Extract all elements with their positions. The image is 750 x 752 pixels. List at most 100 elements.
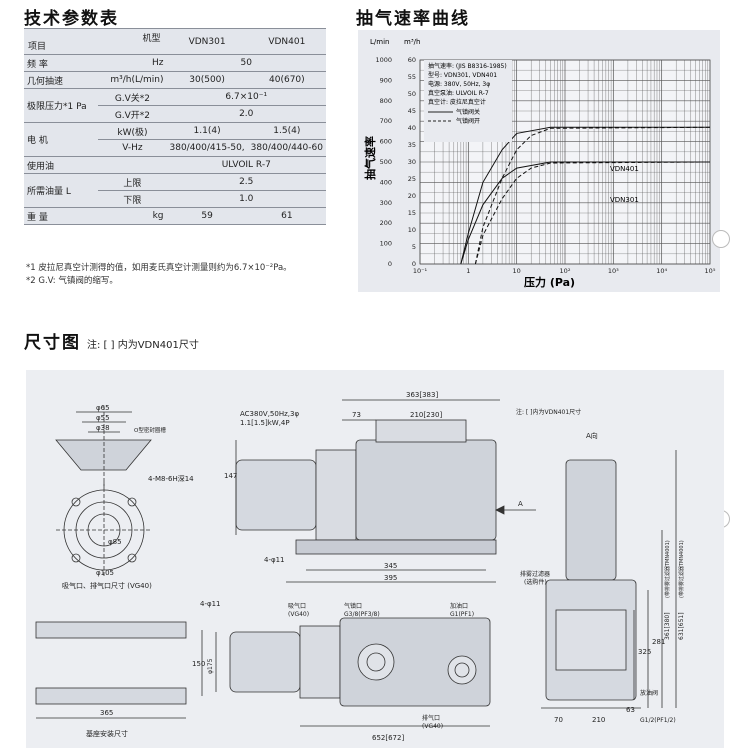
y-tick-label-left: 1000 xyxy=(375,56,392,64)
table-row: 所需油量 L 上限 2.5 xyxy=(24,173,326,208)
end-view-labels: 排雾过滤器 (选购件) 210 70 63 放油阀 G1/2(PF1/2) 28… xyxy=(520,540,685,724)
chart-legend: 抽气速率: (JIS B8316-1985) 型号: VDN301, VDN40… xyxy=(424,60,512,142)
table-row: 使用油 ULVOIL R-7 xyxy=(24,156,326,174)
pump-end-panel xyxy=(555,609,627,671)
pump-top-view xyxy=(215,617,491,727)
series-line-vdn301-dashed xyxy=(474,161,711,265)
spec-notes: *1 皮拉尼真空计测得的值，如用麦氏真空计测量则约为6.7×10⁻²Pa。 *2… xyxy=(26,262,292,288)
series-label-vdn301: VDN301 xyxy=(610,196,639,204)
oil-value: ULVOIL R-7 xyxy=(166,156,326,174)
weight-unit: kg xyxy=(98,207,167,225)
legend-line: 真空计: 皮拉尼真空计 xyxy=(428,98,486,106)
x-tick-label: 10³ xyxy=(608,267,619,275)
dim-w345: 345 xyxy=(384,562,397,570)
y-tick-label-right: 25 xyxy=(408,175,416,183)
y-tick-label-right: 35 xyxy=(408,141,416,149)
dim-d65: φ65 xyxy=(96,404,110,412)
exhaust-label: 排气口 xyxy=(422,714,440,722)
base-rail-bottom xyxy=(35,687,187,705)
dim-w395: 395 xyxy=(384,574,397,582)
dim-w73: 73 xyxy=(352,411,361,419)
spec-heading: 技术参数表 xyxy=(24,9,119,29)
y-tick-label-right: 60 xyxy=(408,56,416,64)
bolt-hole xyxy=(71,497,81,507)
dim-d175: φ175 xyxy=(207,658,214,674)
oilq-lower-value: 1.0 xyxy=(166,190,326,208)
table-row: 几何抽速 m³/h(L/min) 30(500) 40(670) xyxy=(24,71,326,89)
y-tick-label-right: 5 xyxy=(412,243,416,251)
disp-a: 30(500) xyxy=(166,71,248,89)
dim-w652: 652[672] xyxy=(372,734,404,742)
dims-note: 注: [ ] 内为VDN401尺寸 xyxy=(87,340,199,351)
x-tick-label: 10⁻¹ xyxy=(413,267,428,275)
legend-line: 型号: VDN301, VDN401 xyxy=(428,71,497,79)
table-row: G.V开*2 2.0 xyxy=(24,105,326,123)
header-cell: 机型 项目 xyxy=(24,28,167,55)
y-tick-label-right: 10 xyxy=(408,226,416,234)
ult-label: 极限压力*1 Pa xyxy=(24,88,99,123)
model-b: VDN401 xyxy=(247,28,326,55)
table-row: 电 机 kW(极) 1.1(4) 1.5(4) xyxy=(24,122,326,157)
flange-section-view xyxy=(55,406,152,490)
intake-port xyxy=(357,643,395,681)
y-tick-label-right: 20 xyxy=(408,192,416,200)
y-tick-label-right: 45 xyxy=(408,107,416,115)
flange-front-view xyxy=(56,482,152,578)
a-arrow-head xyxy=(495,505,505,515)
dim-d55: φ55 xyxy=(96,414,110,422)
housing-top xyxy=(339,617,491,707)
v-a: 380/400/415-50, xyxy=(166,139,248,157)
bolt-hole xyxy=(127,497,137,507)
y-tick-label-left: 800 xyxy=(380,97,392,105)
fill-label: 加油口 xyxy=(450,602,468,610)
table-row: V-Hz 380/400/415-50, 380/400/440-60 xyxy=(24,139,326,157)
side-view-labels: AC380V,50Hz,3φ 1.1[1.5]kW,4P 363[383] 73… xyxy=(224,391,598,582)
chart-series xyxy=(460,126,711,265)
oilq-label: 所需油量 L xyxy=(24,173,99,208)
pump-housing xyxy=(355,439,497,541)
base-caption: 基座安装尺寸 xyxy=(86,729,128,738)
y-tick-label-left: 600 xyxy=(380,138,392,146)
dims-note-right: 注: [ ]内为VDN401尺寸 xyxy=(516,408,581,416)
holes11-label: 4-φ11 xyxy=(264,556,285,564)
y-tick-label-left: 500 xyxy=(380,158,392,166)
legend-background xyxy=(424,60,512,142)
y-axis-label: 抽气速率 xyxy=(363,136,377,180)
dim-h361-note: (带排雾过滤器TMN4001) xyxy=(664,540,671,598)
ult-on-value: 2.0 xyxy=(166,105,326,123)
top-view-labels: 吸气口 (VG40) 气镇口 G3/8(PF3/8) 加油口 G1(PF1) φ… xyxy=(207,602,474,742)
ult-off: G.V关*2 xyxy=(98,88,167,106)
y-unit-left: L/min xyxy=(370,38,389,46)
y-tick-label-right: 55 xyxy=(408,73,416,81)
holes11b-label: 4-φ11 xyxy=(200,600,221,608)
exhaust-filter xyxy=(565,459,617,581)
ult-off-value: 6.7×10⁻¹ xyxy=(166,88,326,106)
oilq-lower: 下限 xyxy=(98,190,167,208)
motor-label: 电 机 xyxy=(24,122,99,157)
weight-a: 59 xyxy=(166,207,248,225)
series-line-vdn301-solid xyxy=(460,161,710,265)
y-tick-label-right: 30 xyxy=(408,158,416,166)
dims-heading-row: 尺寸图 注: [ ] 内为VDN401尺寸 xyxy=(24,328,199,353)
dim-h147: 147 xyxy=(224,472,237,480)
y-tick-label-left: 900 xyxy=(380,76,392,84)
col-model-label: 机型 xyxy=(142,34,161,44)
y-tick-label-left: 700 xyxy=(380,117,392,125)
y-tick-label-left: 200 xyxy=(380,219,392,227)
motor-label: AC380V,50Hz,3φ xyxy=(240,410,299,418)
weight-label: 重 量 xyxy=(24,207,99,225)
coupling-top xyxy=(299,625,341,699)
weight-b: 61 xyxy=(247,207,326,225)
flange-section xyxy=(55,439,152,471)
intake-label2: (VG40) xyxy=(288,611,309,618)
motor-label2: 1.1[1.5]kW,4P xyxy=(240,419,290,427)
y-tick-label-right: 50 xyxy=(408,90,416,98)
filter-label2: (选购件) xyxy=(524,578,547,586)
oring-label: O型密封圈槽 xyxy=(134,426,166,434)
dim-d105: φ105 xyxy=(96,569,114,577)
y-unit-right: m³/h xyxy=(404,38,420,46)
series-line-vdn401-dashed xyxy=(474,126,711,265)
dim-w210: 210[230] xyxy=(410,411,442,419)
dim-h631: 631[651] xyxy=(678,612,685,640)
